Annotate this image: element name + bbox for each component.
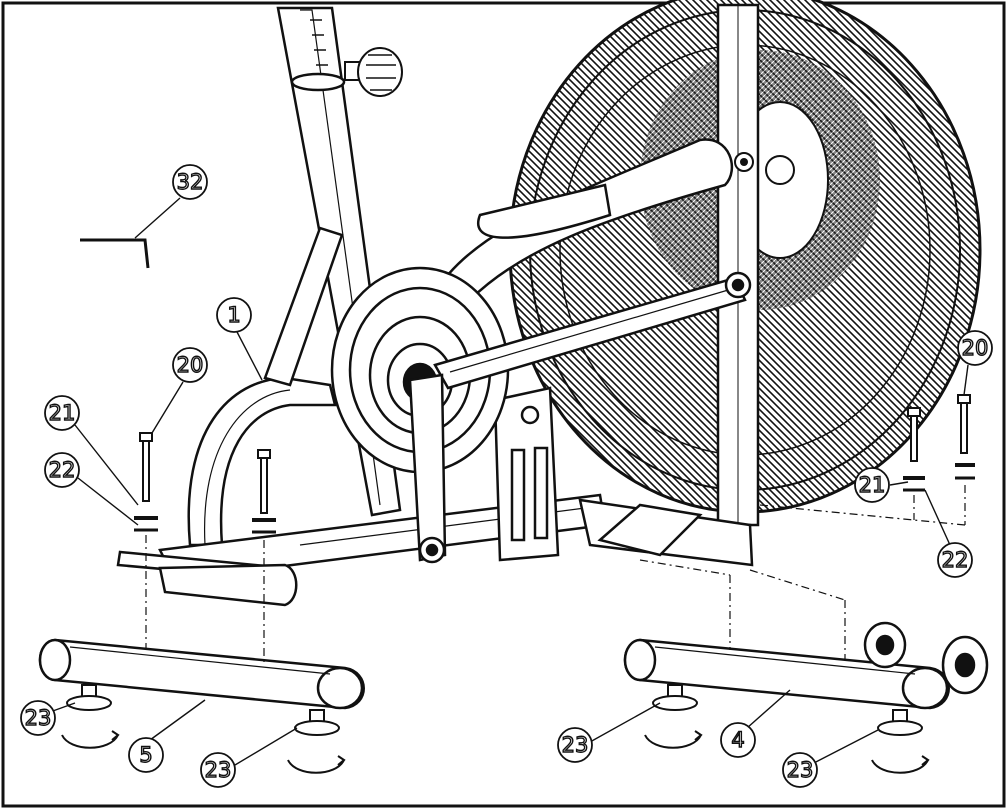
callout-20-right-label: 20 <box>962 336 989 360</box>
handlebar-arm <box>427 138 734 302</box>
callout-21-left: 21 <box>44 395 80 431</box>
callout-20-left-label: 20 <box>177 353 204 377</box>
allen-wrench <box>80 238 150 269</box>
callout-23-rear-right-label: 23 <box>787 758 814 782</box>
rear-stabilizer <box>623 621 989 710</box>
callout-21-right: 21 <box>854 467 890 503</box>
callout-23-rear-left: 23 <box>557 727 593 763</box>
callout-22-right: 22 <box>937 542 973 578</box>
front-stabilizer <box>38 638 365 710</box>
callout-23-front-right: 23 <box>200 752 236 788</box>
pedal-crank <box>408 373 447 564</box>
callout-23-front-left-label: 23 <box>25 706 52 730</box>
callout-4: 4 <box>720 722 756 758</box>
callout-23-front-left: 23 <box>20 700 56 736</box>
leader-lines <box>49 197 969 766</box>
rear-upright-post <box>716 3 760 527</box>
alignment-lines <box>145 485 966 662</box>
callout-22-left: 22 <box>44 452 80 488</box>
callout-21-right-label: 21 <box>859 473 886 497</box>
callout-20-right: 20 <box>957 330 993 366</box>
callout-22-left-label: 22 <box>49 458 76 482</box>
callout-22-right-label: 22 <box>942 548 969 572</box>
callout-1-label: 1 <box>227 303 240 327</box>
callout-5: 5 <box>128 737 164 773</box>
callout-4-label: 4 <box>731 728 744 752</box>
callout-23-front-right-label: 23 <box>205 758 232 782</box>
leveling-feet <box>61 684 930 774</box>
callout-21-left-label: 21 <box>49 401 76 425</box>
bolts-washers <box>134 394 975 534</box>
seat-adjust-knob <box>344 47 403 97</box>
callout-23-rear-left-label: 23 <box>562 733 589 757</box>
callout-32: 32 <box>172 164 208 200</box>
callout-1: 1 <box>216 297 252 333</box>
callout-32-label: 32 <box>177 170 204 194</box>
callout-5-label: 5 <box>139 743 152 767</box>
callout-20-left: 20 <box>172 347 208 383</box>
callout-23-rear-right: 23 <box>782 752 818 788</box>
linkage-arm <box>433 271 752 390</box>
